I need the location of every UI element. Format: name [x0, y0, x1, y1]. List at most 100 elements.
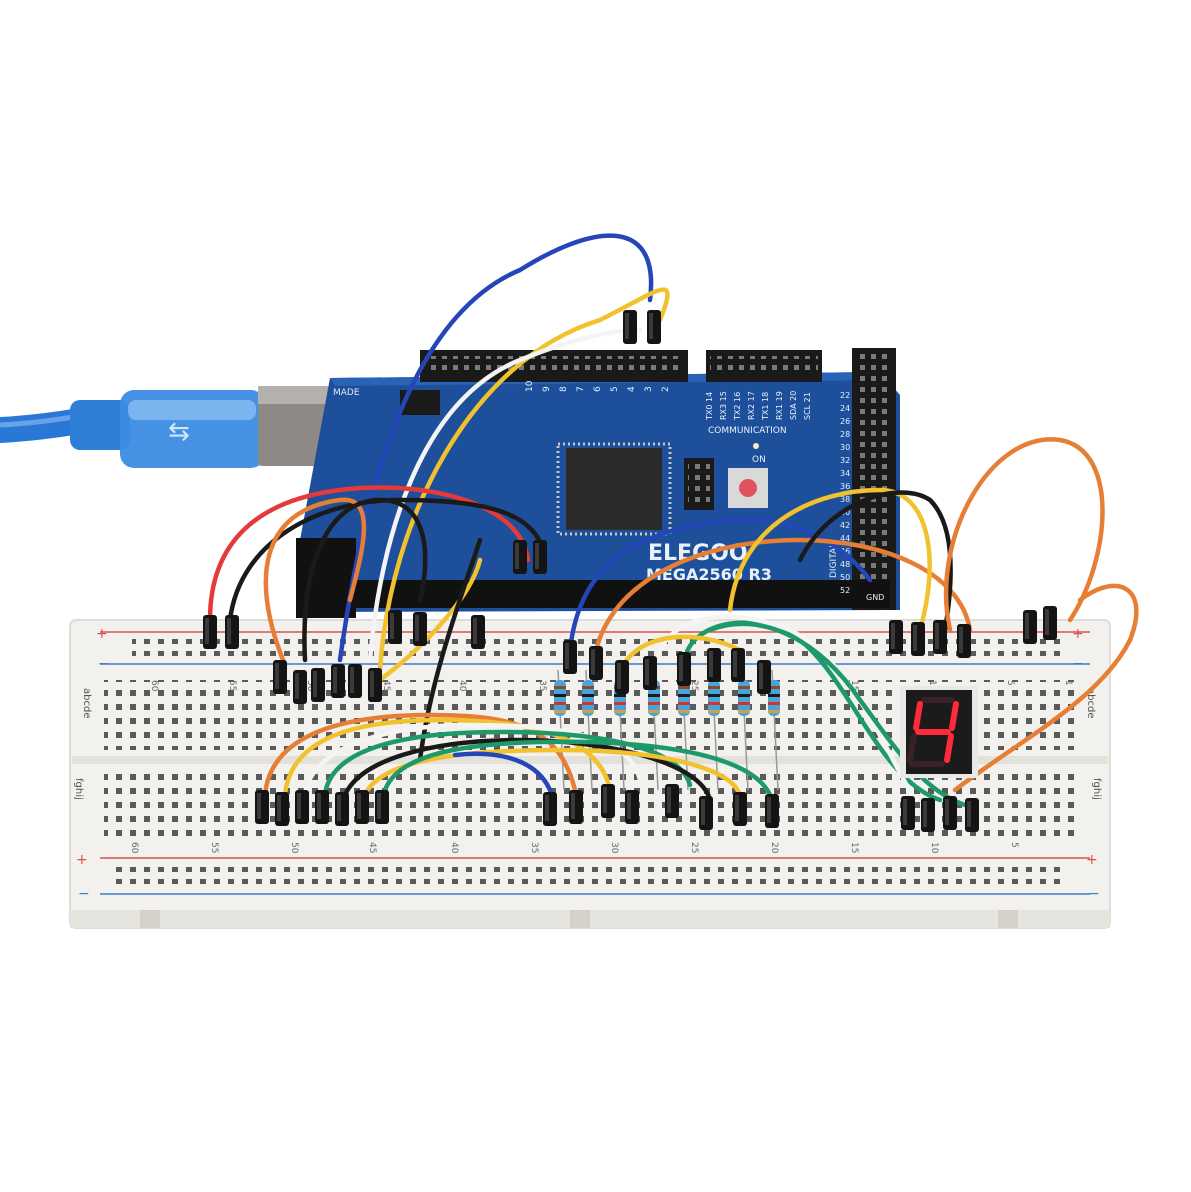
- jumper-connector[interactable]: [965, 798, 979, 832]
- comm-pin-label: RX3 15: [719, 391, 728, 420]
- jumper-connector[interactable]: [765, 794, 779, 828]
- jumper-connector[interactable]: [295, 790, 309, 824]
- jumper-connector[interactable]: [625, 790, 639, 824]
- resistor[interactable]: [582, 669, 594, 791]
- digital-label: DIGITAL: [829, 543, 839, 578]
- jumper-connector[interactable]: [348, 664, 362, 698]
- jumper-connector[interactable]: [733, 792, 747, 826]
- orange-wire-far-right[interactable]: [943, 437, 1105, 633]
- black-wire-1[interactable]: [227, 497, 548, 623]
- yellow-wire-bottom-2[interactable]: [362, 747, 743, 798]
- digital-pin-number: 28: [840, 430, 850, 439]
- jumper-connector[interactable]: [513, 540, 527, 574]
- column-number: 25: [689, 680, 699, 691]
- jumper-connector[interactable]: [957, 624, 971, 658]
- jumper-connector[interactable]: [311, 668, 325, 702]
- jumper-wires-upper[interactable]: [207, 233, 1139, 793]
- jumper-connector[interactable]: [203, 615, 217, 649]
- top-minus: −: [98, 656, 110, 672]
- jumper-connector[interactable]: [293, 670, 307, 704]
- yellow-wire-long[interactable]: [377, 287, 670, 673]
- jumper-connector[interactable]: [707, 648, 721, 682]
- jumper-connector[interactable]: [933, 620, 947, 654]
- column-number: 15: [849, 842, 859, 853]
- column-number: 5: [1009, 842, 1019, 848]
- jumper-connector[interactable]: [543, 792, 557, 826]
- jumper-connector[interactable]: [275, 792, 289, 826]
- wire-connectors[interactable]: [203, 310, 1057, 832]
- jumper-connector[interactable]: [943, 796, 957, 830]
- jumper-connector[interactable]: [255, 790, 269, 824]
- white-wire-display[interactable]: [657, 614, 918, 803]
- resistor[interactable]: [738, 669, 750, 791]
- green-wire-display-2[interactable]: [707, 621, 968, 808]
- orange-wire-bottom[interactable]: [262, 712, 578, 798]
- blue-wire-to-resistor[interactable]: [567, 517, 873, 653]
- column-number: 5: [1005, 680, 1015, 686]
- jumper-wires-lower[interactable]: [262, 614, 968, 808]
- column-number: 60: [129, 842, 139, 854]
- jumper-connector[interactable]: [533, 540, 547, 574]
- jumper-connector[interactable]: [889, 620, 903, 654]
- jumper-connector[interactable]: [601, 784, 615, 818]
- yellow-wire-short[interactable]: [377, 557, 483, 683]
- resistor[interactable]: [678, 669, 690, 791]
- digital-pin-number: 32: [840, 456, 850, 465]
- bottom-rail-holes[interactable]: [116, 864, 1066, 888]
- jumper-connector[interactable]: [901, 796, 915, 830]
- column-number: 25: [689, 842, 699, 853]
- jumper-connector[interactable]: [225, 615, 239, 649]
- jumper-connector[interactable]: [1043, 606, 1057, 640]
- jumper-connector[interactable]: [315, 790, 329, 824]
- jumper-connector[interactable]: [623, 310, 637, 344]
- comm-pin-label: TX2 16: [733, 392, 742, 421]
- column-number: 40: [449, 842, 459, 854]
- white-wire-long[interactable]: [367, 327, 643, 663]
- black-wire-right[interactable]: [797, 490, 953, 633]
- green-wire-bottom-2[interactable]: [382, 739, 775, 803]
- jumper-connector[interactable]: [921, 798, 935, 832]
- jumper-connector[interactable]: [615, 660, 629, 694]
- jumper-connector[interactable]: [647, 310, 661, 344]
- yellow-wire-right[interactable]: [727, 487, 932, 633]
- jumper-connector[interactable]: [355, 790, 369, 824]
- jumper-connector[interactable]: [335, 792, 349, 826]
- jumper-connector[interactable]: [677, 652, 691, 686]
- pwm-pin-number: 10: [525, 380, 535, 392]
- resistor[interactable]: [708, 669, 720, 791]
- blue-wire-bottom[interactable]: [452, 751, 555, 798]
- usb-symbol-icon: ⇆: [168, 417, 190, 447]
- jumper-connector[interactable]: [643, 656, 657, 690]
- jumper-connector[interactable]: [368, 668, 382, 702]
- comm-pin-label: RX2 17: [747, 391, 756, 420]
- black-wire-bottom[interactable]: [342, 737, 713, 803]
- orange-wire-middle[interactable]: [592, 537, 973, 658]
- black-wire-2[interactable]: [302, 497, 428, 663]
- jumper-connector[interactable]: [757, 660, 771, 694]
- row-letters-left-bottom: fghij: [73, 778, 84, 800]
- orange-wire-left[interactable]: [263, 497, 367, 668]
- yellow-wire-display[interactable]: [617, 634, 743, 673]
- column-number: 10: [929, 842, 939, 854]
- jumper-connector[interactable]: [331, 664, 345, 698]
- black-wire-3[interactable]: [417, 537, 483, 763]
- jumper-connector[interactable]: [569, 790, 583, 824]
- bottom-plus-right: +: [1086, 852, 1098, 868]
- orange-wire-display[interactable]: [952, 583, 1139, 793]
- jumper-connector[interactable]: [1023, 610, 1037, 644]
- reset-button[interactable]: [739, 479, 757, 497]
- jumper-connector[interactable]: [413, 612, 427, 646]
- digital-pin-number: 26: [840, 417, 850, 426]
- jumper-connector[interactable]: [563, 640, 577, 674]
- pwm-pin-number: 8: [559, 386, 569, 392]
- jumper-connector[interactable]: [273, 660, 287, 694]
- red-wire[interactable]: [207, 485, 531, 623]
- jumper-connector[interactable]: [388, 610, 402, 644]
- jumper-connector[interactable]: [911, 622, 925, 656]
- jumper-connector[interactable]: [731, 648, 745, 682]
- jumper-connector[interactable]: [699, 796, 713, 830]
- jumper-connector[interactable]: [471, 615, 485, 649]
- jumper-connector[interactable]: [375, 790, 389, 824]
- jumper-connector[interactable]: [589, 646, 603, 680]
- jumper-connector[interactable]: [665, 784, 679, 818]
